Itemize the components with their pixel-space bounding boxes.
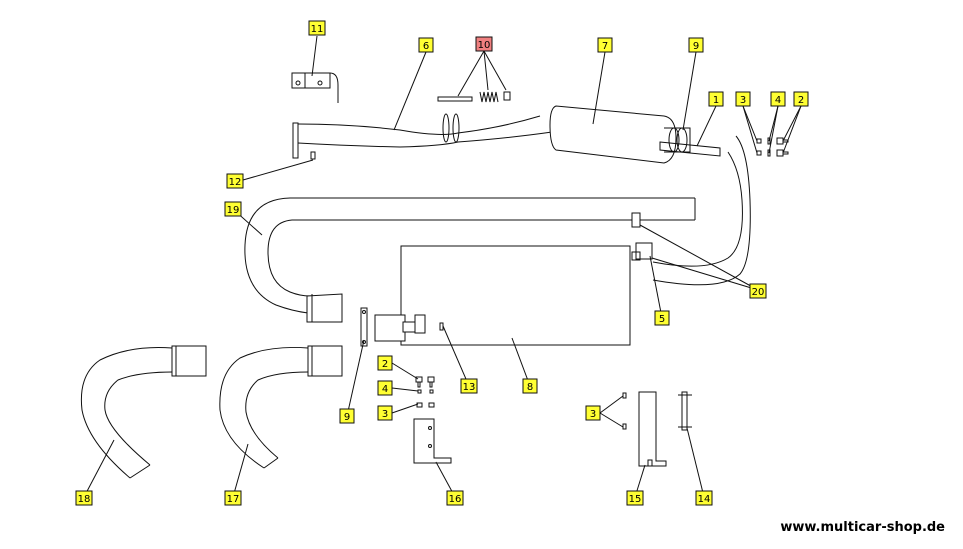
callout-3-right[interactable]: 3	[585, 405, 601, 421]
callout-9-lower[interactable]: 9	[339, 408, 355, 424]
callout-10[interactable]: 10	[475, 36, 493, 52]
callout-19[interactable]: 19	[224, 201, 242, 217]
part-10-bolt-spring[interactable]	[437, 91, 511, 103]
tail-connection-pipe[interactable]	[631, 135, 751, 286]
svg-text:17: 17	[227, 494, 240, 505]
svg-text:7: 7	[602, 41, 608, 52]
svg-text:12: 12	[229, 177, 242, 188]
svg-text:14: 14	[698, 494, 711, 505]
callout-labels: 11 6 10 7 9 1 3 4	[75, 20, 809, 506]
part-11-bracket[interactable]	[291, 72, 339, 103]
svg-text:3: 3	[740, 95, 746, 106]
part-6-front-pipe[interactable]	[292, 113, 553, 159]
callout-7[interactable]: 7	[597, 37, 613, 53]
svg-text:8: 8	[527, 382, 533, 393]
svg-text:4: 4	[382, 384, 388, 395]
callout-16[interactable]: 16	[446, 490, 464, 506]
svg-text:19: 19	[227, 205, 240, 216]
svg-text:3: 3	[590, 409, 596, 420]
part-15-bracket[interactable]	[622, 391, 667, 467]
svg-text:2: 2	[798, 95, 804, 106]
svg-text:10: 10	[478, 40, 491, 51]
svg-text:1: 1	[713, 95, 719, 106]
site-url-watermark: www.multicar-shop.de	[780, 520, 945, 535]
svg-text:18: 18	[78, 494, 91, 505]
svg-text:9: 9	[693, 41, 699, 52]
part-7-rear-muffler[interactable]	[549, 105, 721, 164]
part-19-intermediate-pipe[interactable]	[244, 197, 696, 323]
svg-text:15: 15	[629, 494, 642, 505]
callout-2-top[interactable]: 2	[793, 91, 809, 107]
callout-13[interactable]: 13	[460, 378, 478, 394]
svg-text:6: 6	[423, 41, 429, 52]
svg-text:9: 9	[344, 412, 350, 423]
svg-text:4: 4	[775, 95, 781, 106]
callout-20[interactable]: 20	[749, 283, 767, 299]
svg-text:5: 5	[659, 314, 665, 325]
svg-text:20: 20	[752, 287, 765, 298]
hardware-set-lower[interactable]	[415, 376, 435, 408]
callout-11[interactable]: 11	[308, 20, 326, 36]
callout-3-lower[interactable]: 3	[377, 405, 393, 421]
callout-12[interactable]: 12	[226, 173, 244, 189]
callout-17[interactable]: 17	[224, 490, 242, 506]
callout-4-lower[interactable]: 4	[377, 380, 393, 396]
callout-2-lower[interactable]: 2	[377, 355, 393, 371]
svg-text:11: 11	[311, 24, 324, 35]
callout-9-top[interactable]: 9	[688, 37, 704, 53]
callout-3-top[interactable]: 3	[735, 91, 751, 107]
callout-18[interactable]: 18	[75, 490, 93, 506]
part-17-tailpipe[interactable]	[219, 345, 343, 469]
callout-1[interactable]: 1	[708, 91, 724, 107]
svg-text:3: 3	[382, 409, 388, 420]
leader-lines	[83, 35, 802, 498]
svg-text:16: 16	[449, 494, 462, 505]
callout-14[interactable]: 14	[695, 490, 713, 506]
callout-6[interactable]: 6	[418, 37, 434, 53]
part-16-bracket[interactable]	[413, 418, 452, 464]
svg-text:13: 13	[463, 382, 476, 393]
svg-text:2: 2	[382, 359, 388, 370]
part-18-tailpipe[interactable]	[80, 345, 207, 479]
part-8-front-muffler[interactable]	[374, 245, 631, 346]
part-12-clip[interactable]	[310, 151, 316, 160]
hardware-set-top[interactable]	[756, 137, 789, 157]
part-14-strap[interactable]	[678, 391, 692, 431]
callout-5[interactable]: 5	[654, 310, 670, 326]
callout-15[interactable]: 15	[626, 490, 644, 506]
callout-8[interactable]: 8	[522, 378, 538, 394]
callout-4-top[interactable]: 4	[770, 91, 786, 107]
